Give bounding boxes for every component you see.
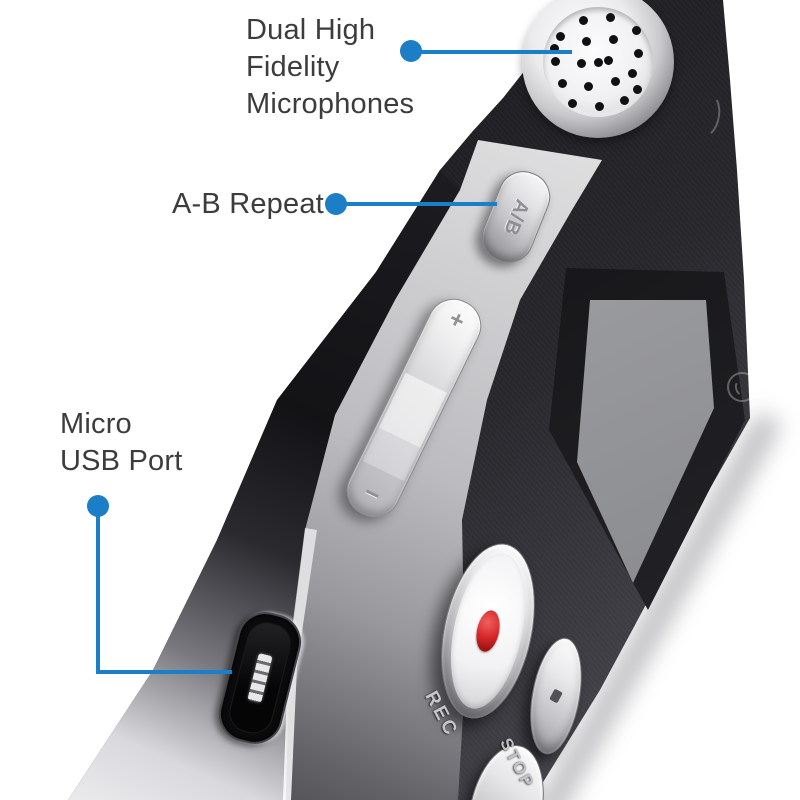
mic-grille-holes: [594, 58, 603, 67]
callout-line-usb-vertical: [96, 506, 100, 672]
record-dot-icon: [472, 608, 504, 654]
stop-button-mark: [549, 688, 563, 704]
engraving-circle-icon: [727, 372, 757, 402]
callout-label-ab-repeat: A-B Repeat: [172, 188, 324, 220]
usb-contacts: [247, 653, 273, 703]
callout-line-microphones: [411, 50, 572, 54]
callout-label-usb-port: Micro USB Port: [60, 408, 183, 477]
callout-line-usb-horizontal: [96, 670, 232, 674]
callout-line-ab-repeat: [336, 202, 497, 206]
ab-button-label: A/B: [499, 195, 534, 239]
callout-label-microphones: Dual High Fidelity Microphones: [246, 14, 415, 120]
